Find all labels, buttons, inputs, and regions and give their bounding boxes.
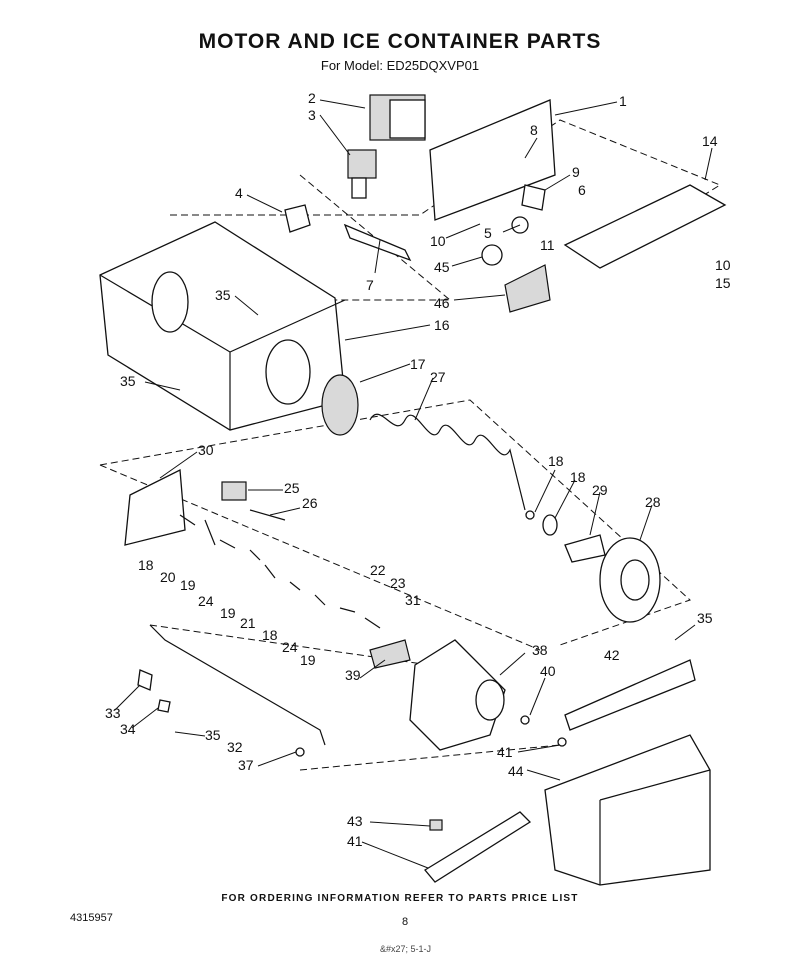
page-title: MOTOR AND ICE CONTAINER PARTS (198, 30, 602, 53)
svg-text:41: 41 (497, 744, 513, 760)
part-12-cover (563, 184, 727, 269)
svg-text:10: 10 (715, 257, 731, 273)
part-42-clip (429, 819, 443, 831)
part-3-solenoid (347, 149, 377, 179)
svg-text:35: 35 (215, 287, 231, 303)
svg-text:40: 40 (540, 663, 556, 679)
svg-text:22: 22 (370, 562, 386, 578)
part-9-clip (521, 184, 546, 211)
part-33-clip (137, 669, 153, 691)
svg-text:19: 19 (300, 652, 316, 668)
svg-text:21: 21 (240, 615, 256, 631)
assembly-line-middle (99, 399, 691, 646)
svg-text:16: 16 (434, 317, 450, 333)
part-44-container-front (544, 734, 711, 886)
svg-text:6: 6 (578, 182, 586, 198)
svg-text:42: 42 (604, 647, 620, 663)
svg-text:15: 15 (715, 275, 731, 291)
part-46-lamp-guard (504, 264, 551, 313)
svg-text:24: 24 (198, 593, 214, 609)
svg-text:38: 38 (532, 642, 548, 658)
svg-text:29: 29 (592, 482, 608, 498)
part-38-bracket (369, 639, 411, 669)
part-16-washer (525, 510, 535, 520)
page-number: 8 (402, 916, 409, 928)
svg-text:18: 18 (570, 469, 586, 485)
svg-text:9: 9 (572, 164, 580, 180)
svg-text:35: 35 (120, 373, 136, 389)
svg-text:45: 45 (434, 259, 450, 275)
part-43-cover (564, 659, 696, 731)
svg-text:35: 35 (205, 727, 221, 743)
part-1-motor-mount-plate (429, 99, 556, 221)
svg-text:5: 5 (484, 225, 492, 241)
svg-text:25: 25 (284, 480, 300, 496)
svg-text:2: 2 (308, 90, 316, 106)
part-40-screw (557, 737, 567, 747)
svg-text:7: 7 (366, 277, 374, 293)
svg-text:23: 23 (390, 575, 406, 591)
part-27-auger (369, 413, 526, 511)
svg-text:32: 32 (227, 739, 243, 755)
svg-text:37: 37 (238, 757, 254, 773)
part-14-ice-container (99, 221, 346, 431)
svg-text:46: 46 (434, 295, 450, 311)
model-subtitle: For Model: ED25DQXVP01 (320, 58, 480, 73)
part-26-shaft (249, 509, 286, 521)
part-17-bearing (542, 514, 558, 536)
svg-text:18: 18 (548, 453, 564, 469)
callout-leaders (114, 99, 713, 869)
svg-text:8: 8 (530, 122, 538, 138)
svg-text:44: 44 (508, 763, 524, 779)
svg-text:39: 39 (345, 667, 361, 683)
svg-text:28: 28 (645, 494, 661, 510)
svg-text:18: 18 (138, 557, 154, 573)
ordering-note: FOR ORDERING INFORMATION REFER TO PARTS … (221, 893, 579, 904)
svg-text:27: 27 (430, 369, 446, 385)
svg-text:26: 26 (302, 495, 318, 511)
svg-text:41: 41 (347, 833, 363, 849)
svg-text:43: 43 (347, 813, 363, 829)
part-blade-stack (179, 514, 381, 629)
svg-text:11: 11 (540, 237, 555, 253)
svg-text:24: 24 (282, 639, 298, 655)
svg-text:3: 3 (308, 107, 316, 123)
part-39-washer (520, 715, 530, 725)
assembly-line-lower (149, 624, 471, 701)
svg-text:35: 35 (697, 610, 713, 626)
svg-text:10: 10 (430, 233, 446, 249)
svg-text:14: 14 (702, 133, 718, 149)
svg-text:34: 34 (120, 721, 136, 737)
svg-text:19: 19 (220, 605, 236, 621)
handwritten-mark: &#x27; 5-1-J (380, 944, 432, 954)
part-34-nut (157, 699, 171, 713)
part-45-bulb (481, 244, 503, 266)
svg-text:20: 20 (160, 569, 176, 585)
part-4-bracket (284, 204, 311, 233)
svg-text:33: 33 (105, 705, 121, 721)
part-36-screw (295, 747, 305, 757)
svg-text:1: 1 (619, 93, 627, 109)
part-7-switch (343, 223, 412, 262)
svg-text:4: 4 (235, 185, 243, 201)
part-41-slide (424, 811, 532, 883)
document-number: 4315957 (70, 912, 113, 924)
svg-text:17: 17 (410, 356, 426, 372)
part-15-auger-plate (321, 374, 359, 436)
part-37-drive-motor (409, 639, 506, 751)
svg-text:18: 18 (262, 627, 278, 643)
svg-text:19: 19 (180, 577, 196, 593)
svg-text:30: 30 (198, 442, 214, 458)
part-25-blade (221, 481, 247, 501)
part-32-rod (149, 624, 326, 746)
part-29-coupler (564, 534, 606, 563)
callout-labels: 2 3 4 1 8 9 6 14 10 5 11 10 15 7 45 46 3… (105, 90, 731, 849)
svg-text:31: 31 (405, 592, 421, 608)
part-30-deflector (124, 468, 186, 546)
